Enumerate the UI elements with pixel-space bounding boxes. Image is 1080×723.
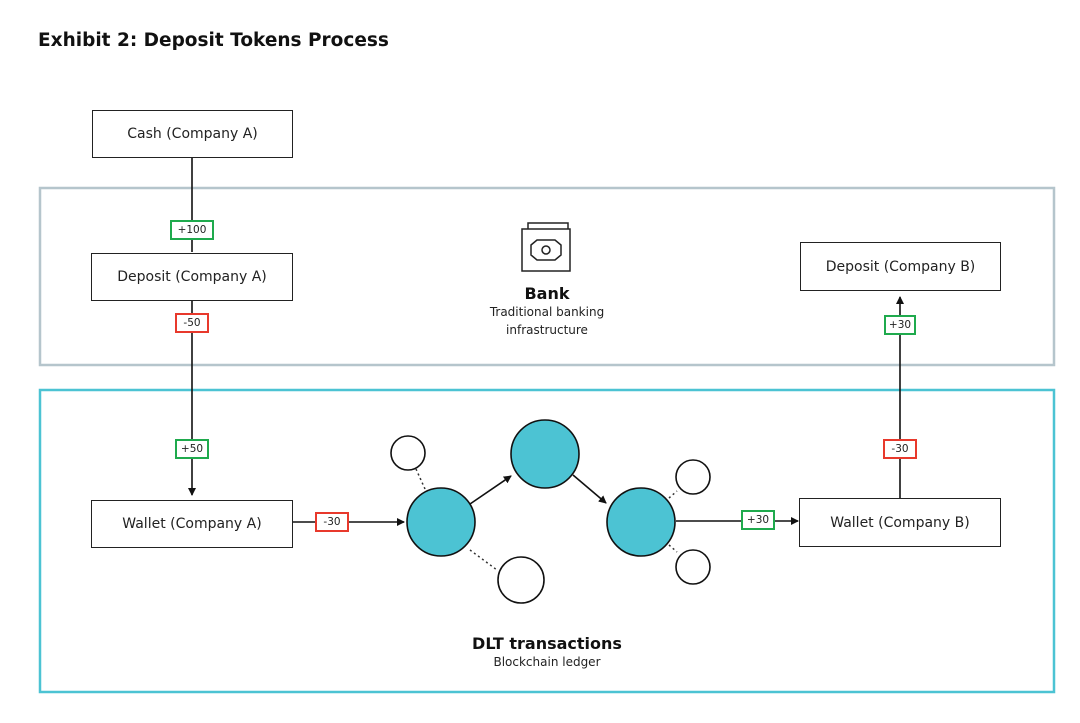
bank-subtitle-line1: Traditional banking xyxy=(489,305,605,319)
exhibit-title: Exhibit 2: Deposit Tokens Process xyxy=(38,30,389,51)
chain-arrow-1 xyxy=(469,475,512,505)
dlt-subtitle: Blockchain ledger xyxy=(493,655,601,669)
flow-tag-negative: -30 xyxy=(315,512,349,532)
node-wallet-company-b: Wallet (Company B) xyxy=(799,498,1001,547)
ledger-node-empty xyxy=(675,549,711,585)
node-cash-company-a: Cash (Company A) xyxy=(92,110,293,158)
bank-zone xyxy=(38,186,1056,367)
chain-arrow-2 xyxy=(572,474,607,504)
bank-title: Bank xyxy=(524,284,570,303)
node-wallet-company-a: Wallet (Company A) xyxy=(91,500,293,548)
flow-tag-positive: +100 xyxy=(170,220,214,240)
flow-tag-negative: -50 xyxy=(175,313,209,333)
dotted-link xyxy=(415,468,426,490)
dotted-link xyxy=(469,549,498,571)
node-deposit-company-a: Deposit (Company A) xyxy=(91,253,293,301)
banknote-icon xyxy=(521,222,571,272)
ledger-node-empty xyxy=(675,459,711,495)
flow-tag-positive: +30 xyxy=(884,315,916,335)
bank-caption: Bank Traditional banking infrastructure xyxy=(440,284,654,339)
dlt-caption: DLT transactions Blockchain ledger xyxy=(420,634,674,671)
flow-tag-negative: -30 xyxy=(883,439,917,459)
flow-tag-positive: +30 xyxy=(741,510,775,530)
flow-tag-positive: +50 xyxy=(175,439,209,459)
dlt-title: DLT transactions xyxy=(472,634,622,653)
dotted-link xyxy=(668,490,678,499)
ledger-node-filled xyxy=(510,419,580,489)
bank-subtitle-line2: infrastructure xyxy=(506,323,588,337)
ledger-node-empty xyxy=(390,435,426,471)
ledger-node-filled xyxy=(606,487,676,557)
node-deposit-company-b: Deposit (Company B) xyxy=(800,242,1001,291)
ledger-node-empty xyxy=(497,556,545,604)
dlt-zone xyxy=(38,388,1056,694)
ledger-node-filled xyxy=(406,487,476,557)
dotted-link xyxy=(668,544,678,553)
